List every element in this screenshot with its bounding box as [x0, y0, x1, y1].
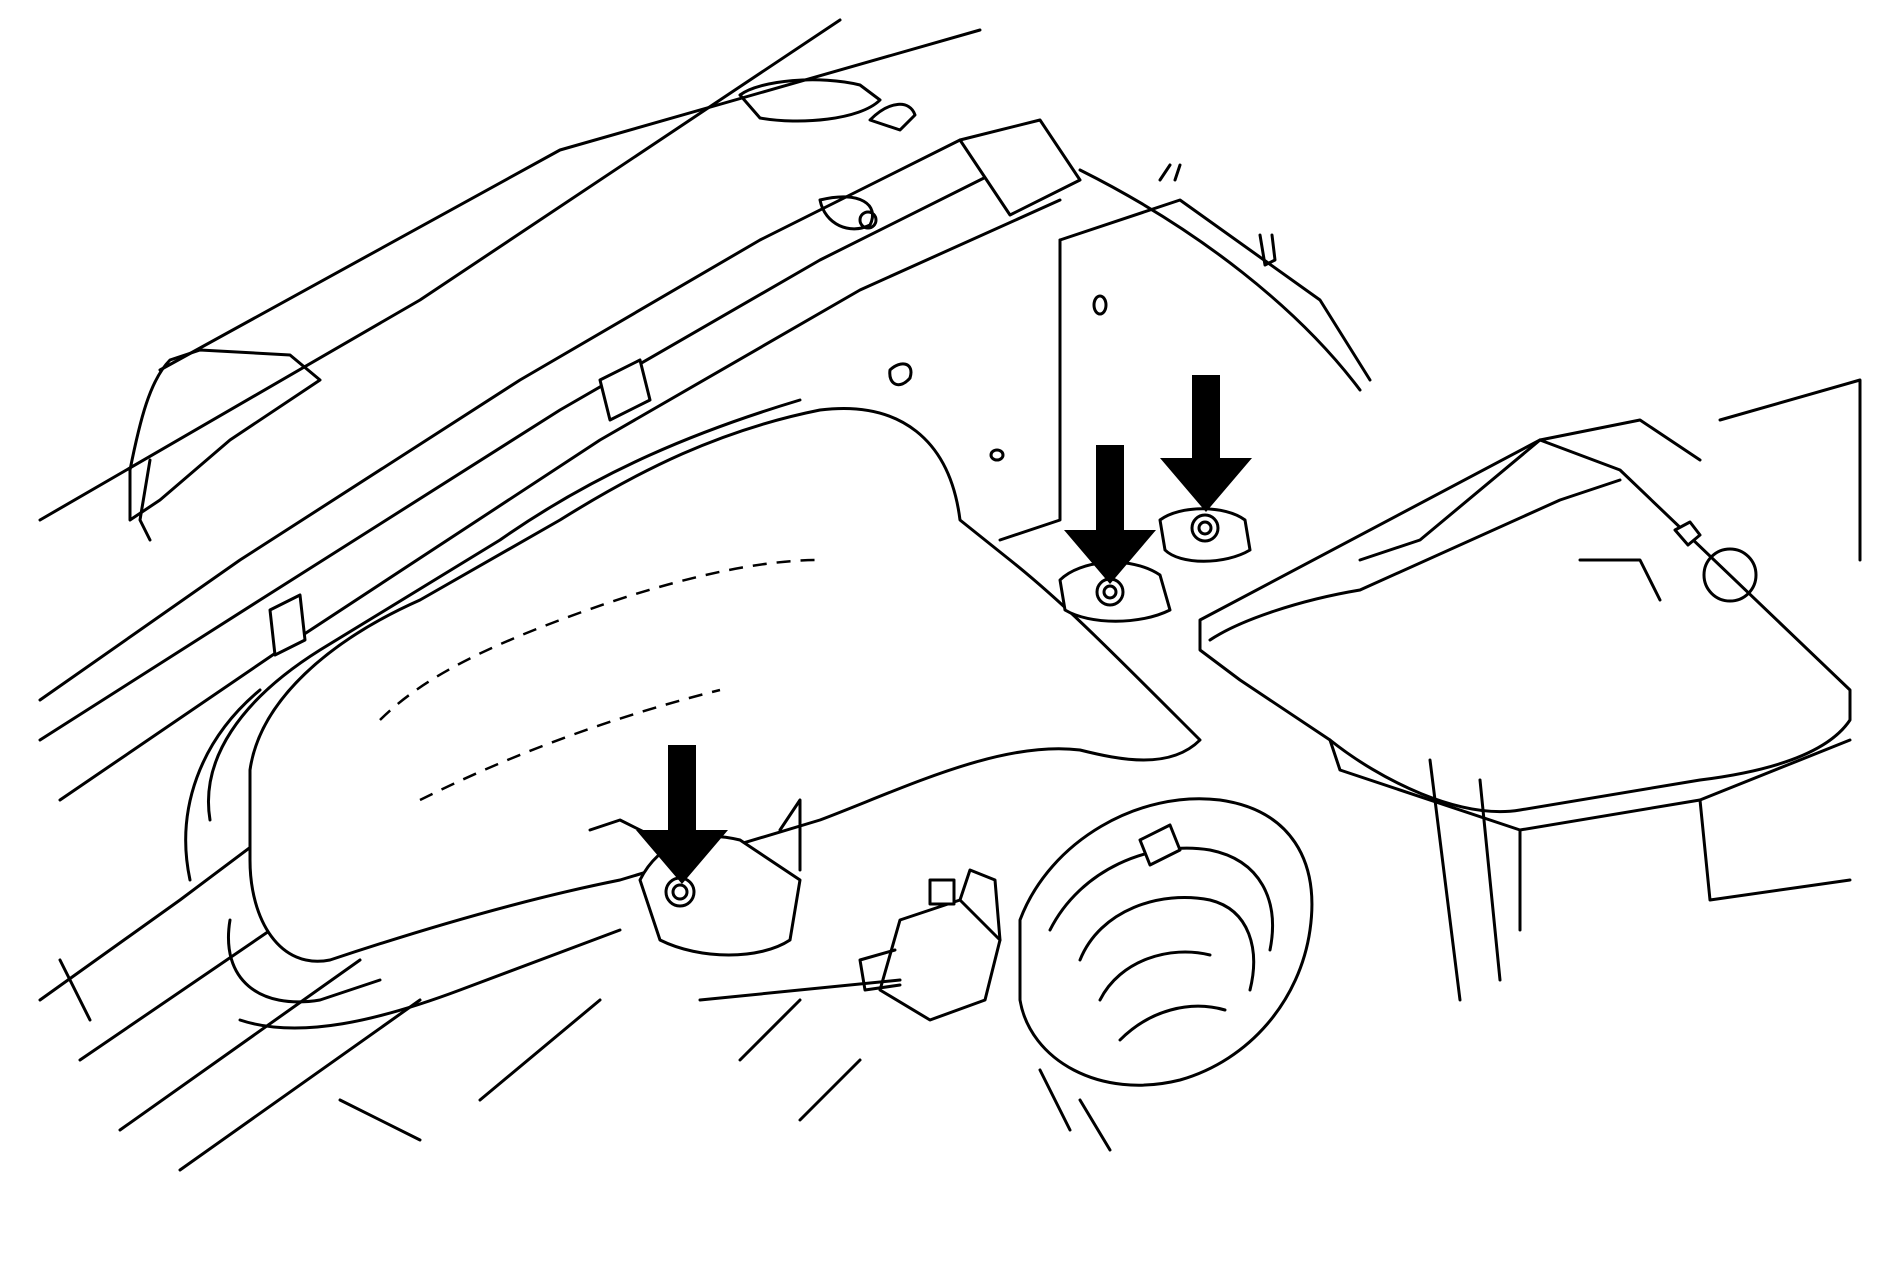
left-fender [38, 838, 422, 1172]
arrow-front-mount-bolt [636, 745, 728, 884]
hood-panel [38, 18, 982, 542]
air-intake-duct [184, 398, 1202, 1030]
right-mount-boss [1158, 507, 1252, 563]
sensor-connector [858, 868, 1002, 1022]
cowl-strip [38, 118, 1082, 802]
air-cleaner-housing [1198, 378, 1862, 932]
arrow-right-mount-bolt [1160, 375, 1252, 512]
firewall [888, 163, 1372, 542]
intake-bellows [1018, 797, 1314, 1087]
lower-frame [478, 758, 1502, 1152]
arrow-center-mount-bolt [1064, 445, 1156, 584]
